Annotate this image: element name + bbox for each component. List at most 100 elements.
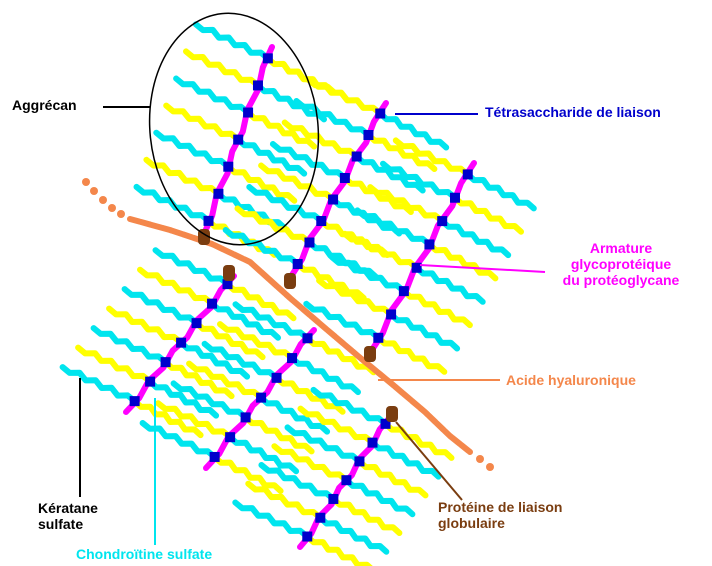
tetrasaccharide-marker	[210, 452, 220, 462]
tetrasaccharide-marker	[354, 456, 364, 466]
gag-chain-left	[176, 79, 248, 113]
gag-chain-right	[404, 291, 470, 325]
tetrasaccharide-marker	[316, 216, 326, 226]
label-link-protein: Protéine de liaison globulaire	[438, 499, 562, 531]
hyaluronic-acid-dot	[99, 196, 107, 204]
gag-chain-right	[442, 221, 508, 255]
gag-chain-right	[455, 198, 521, 232]
gag-chain-left	[357, 210, 429, 244]
label-keratan-sulfate: Kératane sulfate	[38, 500, 98, 532]
tetrasaccharide-marker	[328, 195, 338, 205]
tetrasaccharide-marker	[145, 377, 155, 387]
tetrasaccharide-marker	[243, 108, 253, 118]
gag-chain-left	[296, 101, 368, 135]
gag-chain-left	[319, 281, 391, 315]
gag-chain-left	[166, 106, 238, 140]
link-protein-globule	[223, 265, 235, 281]
gag-chain-right	[417, 268, 483, 302]
gag-chain-left	[78, 348, 150, 382]
gag-chain-left	[238, 209, 310, 243]
gag-chain-left	[196, 24, 268, 58]
gag-chain-right	[468, 174, 534, 208]
tetrasaccharide-marker	[450, 193, 460, 203]
gag-chain-left	[383, 164, 455, 198]
tetrasaccharide-marker	[328, 494, 338, 504]
gag-chain-right	[333, 499, 399, 533]
tetrasaccharide-marker	[463, 169, 473, 179]
gag-chain-left	[140, 270, 212, 304]
gag-chain-left	[125, 289, 197, 323]
gag-chain-left	[137, 187, 209, 221]
tetrasaccharide-marker	[424, 239, 434, 249]
tetrasaccharide-marker	[176, 338, 186, 348]
tetrasaccharide-marker	[315, 513, 325, 523]
gag-chain-left	[63, 367, 135, 401]
hyaluronic-acid-dot	[476, 455, 484, 463]
gag-chain-right	[320, 518, 386, 552]
gag-chain-left	[308, 80, 380, 114]
tetrasaccharide-marker	[437, 216, 447, 226]
label-hyaluronic-acid: Acide hyaluronique	[506, 372, 636, 388]
hyaluronic-acid-dot	[486, 463, 494, 471]
gag-chain-right	[357, 157, 423, 191]
gag-chain-left	[94, 328, 166, 362]
label-armature-line3: du protéoglycane	[546, 272, 696, 288]
gag-chain-right	[380, 114, 446, 148]
tetrasaccharide-marker	[373, 333, 383, 343]
gag-chain-right	[378, 338, 444, 372]
gag-chains-layer	[63, 24, 534, 566]
tetrasaccharide-marker	[263, 53, 273, 63]
label-chondroitin-sulfate: Chondroïtine sulfate	[76, 546, 212, 562]
gag-chain-right	[360, 461, 426, 495]
tetrasaccharide-marker	[302, 532, 312, 542]
label-keratan-line2: sulfate	[38, 516, 98, 532]
label-armature: Armature glycoprotéique du protéoglycane	[546, 240, 696, 288]
tetrasaccharide-marker	[303, 333, 313, 343]
gag-chain-left	[143, 423, 215, 457]
tetrasaccharide-marker	[161, 357, 171, 367]
hyaluronic-acid-dot	[117, 210, 125, 218]
label-tetrasaccharide: Tétrasaccharide de liaison	[485, 104, 661, 120]
gag-chain-left	[186, 51, 258, 85]
tetrasaccharide-marker	[223, 162, 233, 172]
tetrasaccharide-marker	[241, 412, 251, 422]
label-keratan-line1: Kératane	[38, 500, 98, 516]
tetrasaccharide-marker	[340, 173, 350, 183]
tetrasaccharide-marker	[293, 259, 303, 269]
tetrasaccharide-marker	[367, 438, 377, 448]
tetrasaccharide-marker	[363, 130, 373, 140]
gag-chain-left	[146, 160, 218, 194]
gag-chain-right	[346, 480, 412, 514]
tetrasaccharide-marker	[207, 299, 217, 309]
tetrasaccharide-marker	[386, 309, 396, 319]
gag-chain-left	[156, 133, 228, 167]
tetrasaccharide-marker	[375, 109, 385, 119]
tetrasaccharide-marker	[130, 396, 140, 406]
tetrasaccharide-marker	[253, 80, 263, 90]
hyaluronic-acid-dot	[82, 178, 90, 186]
gag-chain-right	[429, 244, 495, 278]
gag-chain-right	[292, 358, 358, 392]
gag-chain-right	[391, 315, 457, 349]
tetrasaccharide-marker	[204, 216, 214, 226]
label-link-protein-line2: globulaire	[438, 515, 562, 531]
tetrasaccharide-marker	[256, 393, 266, 403]
link-protein-globule	[364, 346, 376, 362]
label-link-protein-line1: Protéine de liaison	[438, 499, 562, 515]
tetrasaccharide-marker	[272, 373, 282, 383]
tetrasaccharide-marker	[287, 353, 297, 363]
tetrasaccharide-marker	[213, 189, 223, 199]
tetrasaccharide-marker	[304, 238, 314, 248]
tetrasaccharide-marker	[399, 286, 409, 296]
label-armature-line1: Armature	[546, 240, 696, 256]
gag-chain-left	[109, 309, 181, 343]
gag-chain-left	[370, 187, 442, 221]
link-protein-globule	[386, 406, 398, 422]
hyaluronic-acid-dot	[108, 204, 116, 212]
tetrasaccharide-marker	[352, 152, 362, 162]
tetrasaccharide-marker	[233, 135, 243, 145]
label-aggrecan: Aggrécan	[12, 97, 77, 113]
tetrasaccharide-marker	[192, 318, 202, 328]
label-armature-line2: glycoprotéique	[546, 256, 696, 272]
